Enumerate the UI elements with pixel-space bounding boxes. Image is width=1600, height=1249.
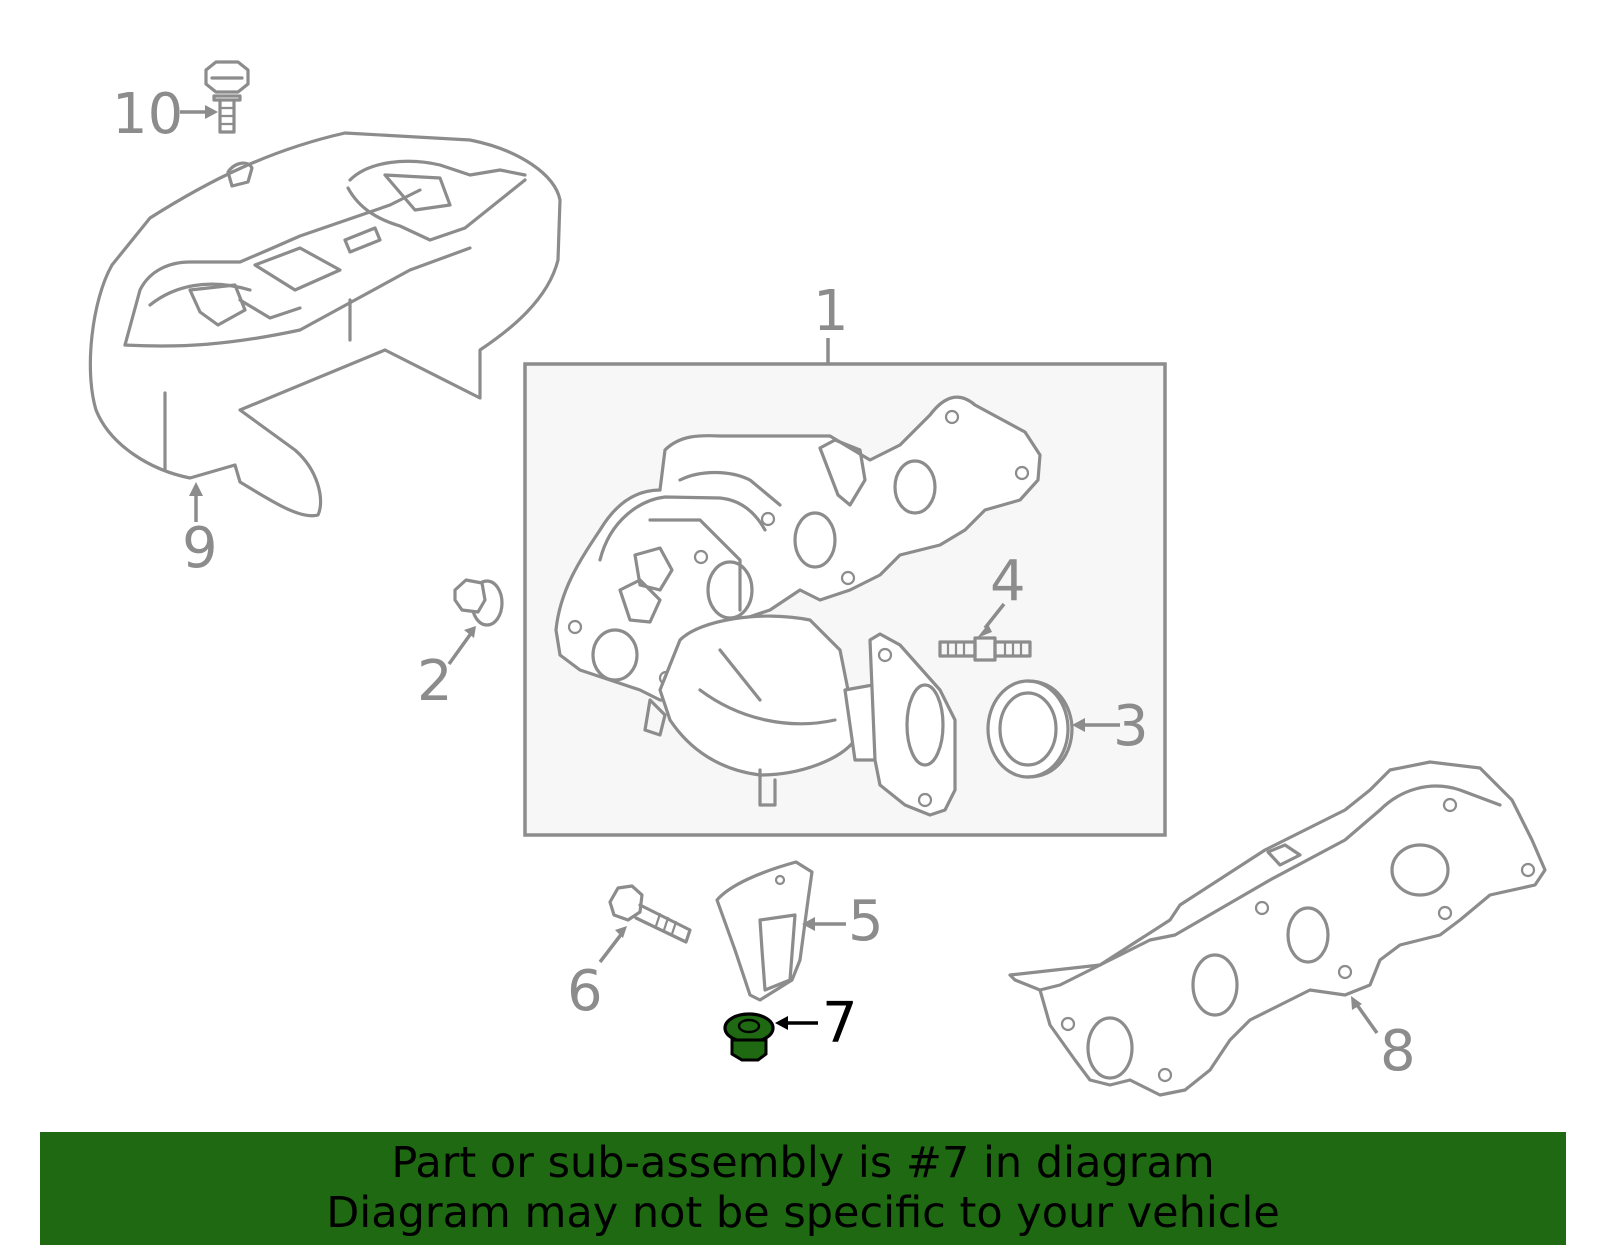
part-9-heat-shield[interactable]: [88, 131, 562, 518]
info-banner: Part or sub-assembly is #7 in diagram Di…: [40, 1132, 1566, 1245]
part-3-gasket[interactable]: [986, 679, 1120, 779]
part-2-nut[interactable]: [447, 578, 504, 666]
callout-1: 1: [813, 279, 849, 344]
callout-6: 6: [567, 959, 603, 1024]
part-6-bolt[interactable]: [598, 884, 692, 964]
callout-8: 8: [1380, 1019, 1416, 1084]
leader-9: [189, 482, 203, 522]
exploded-parts-diagram: 1 2 3 4 5 6 7 8 9 10: [88, 60, 1547, 1097]
callout-2: 2: [417, 649, 453, 714]
callout-9: 9: [182, 516, 218, 581]
banner-line-1: Part or sub-assembly is #7 in diagram: [391, 1138, 1215, 1188]
part-1-exhaust-manifold[interactable]: [554, 395, 1042, 817]
part-4-stud[interactable]: [938, 602, 1032, 662]
callout-7: 7: [822, 991, 858, 1056]
part-7-flange-nut[interactable]: [723, 1012, 818, 1062]
callout-3: 3: [1113, 694, 1149, 759]
banner-line-2: Diagram may not be specific to your vehi…: [326, 1188, 1280, 1238]
leader-10: [180, 105, 218, 119]
part-5-bracket[interactable]: [715, 860, 846, 1002]
callout-5: 5: [848, 889, 884, 954]
part-8-gasket[interactable]: [1008, 760, 1547, 1097]
callout-4: 4: [990, 549, 1026, 614]
part-10-bolt[interactable]: [204, 60, 250, 134]
callout-10: 10: [112, 82, 183, 147]
